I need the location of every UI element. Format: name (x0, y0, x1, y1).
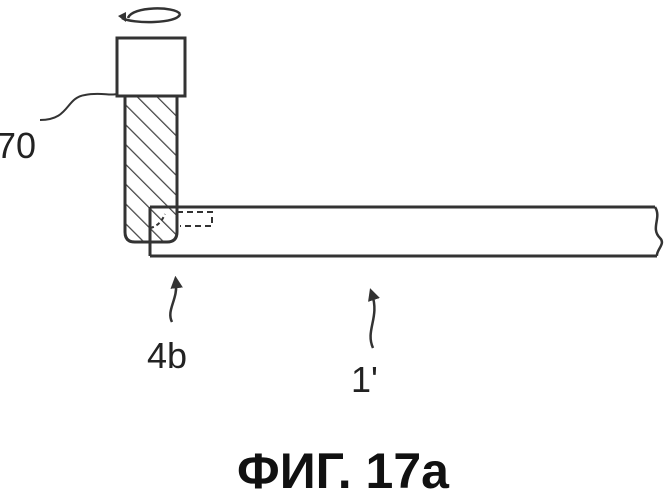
panel-workpiece (150, 207, 662, 256)
spindle-head (117, 38, 185, 96)
leader-line-tool (40, 94, 117, 120)
cut-region-dashed (177, 212, 212, 226)
label-panel-1: 1' (351, 359, 378, 400)
label-tool-70: 70 (0, 125, 36, 166)
figure-caption: ФИГ. 17a (237, 443, 450, 499)
rotation-arrow-icon (118, 8, 180, 22)
arrow-panel (371, 294, 375, 348)
label-edge-4b: 4b (147, 335, 187, 376)
arrow-edge-4b (170, 282, 176, 322)
